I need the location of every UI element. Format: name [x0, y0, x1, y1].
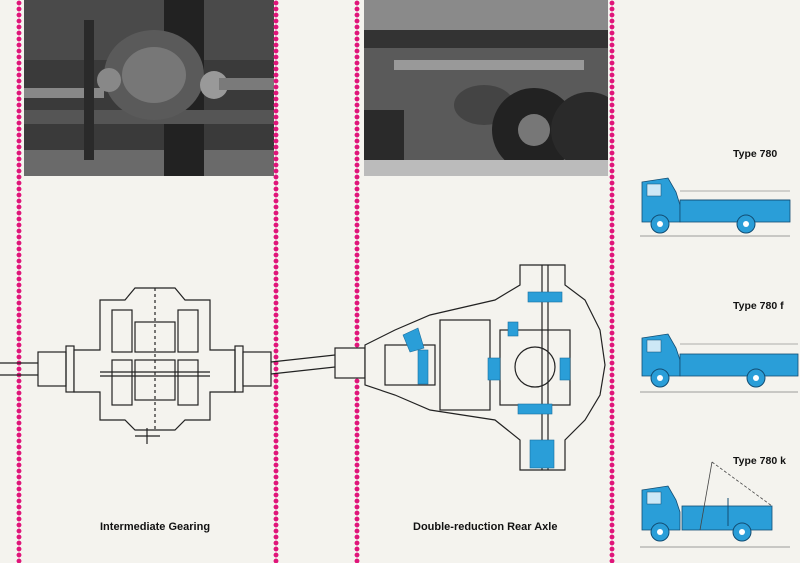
- intermediate-gearing-photo: [24, 0, 274, 176]
- pink-border-3: [354, 0, 360, 563]
- gearing-photo-art: [24, 0, 274, 176]
- truck-type-label-780: Type 780: [733, 148, 778, 160]
- pink-border-2: [273, 0, 279, 563]
- rear-axle-photo: [364, 0, 608, 176]
- truck-780k-diagram: [640, 461, 790, 548]
- rear-axle-caption: Double-reduction Rear Axle: [413, 521, 558, 533]
- truck-type-label-780k: Type 780 k: [733, 455, 786, 467]
- rear-axle-photo-art: [364, 0, 608, 176]
- truck-type-label-780f: Type 780 f: [733, 300, 784, 312]
- truck-780f-diagram: [640, 333, 799, 393]
- pink-border-4: [609, 0, 615, 563]
- truck-780-diagram: [640, 177, 791, 237]
- pink-border-1: [16, 0, 22, 563]
- intermediate-gearing-caption: Intermediate Gearing: [100, 521, 211, 533]
